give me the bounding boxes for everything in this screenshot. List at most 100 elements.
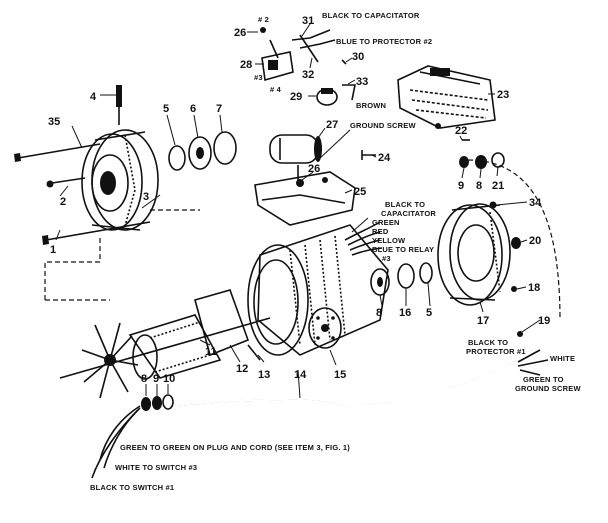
stator-lead-1 [344,221,381,241]
note-red: RED [372,227,389,236]
note-green-to-green: GREEN TO GREEN ON PLUG AND CORD (SEE ITE… [120,443,350,452]
nut-9-upper [459,156,469,168]
label-30: 30 [352,51,364,63]
power-cord-14 [149,361,516,409]
note-white-to-switch: WHITE TO SWITCH #3 [115,463,197,472]
label-terminal-3: #3 [254,73,263,82]
label-terminal-4: # 4 [270,85,282,94]
label-5: 5 [163,103,169,115]
label-17: 17 [477,315,489,327]
end-shield-17 [437,203,511,306]
wire-blue [299,39,336,49]
cord-lead-green [99,405,141,461]
relief-8 [141,397,151,411]
nut-20 [511,237,521,249]
wire-black [291,29,331,41]
label-16: 16 [399,307,411,319]
note-green: GREEN [372,218,400,227]
bearing-6 [188,136,212,170]
label-4: 4 [90,91,97,103]
cord-right-black [517,349,541,363]
lead-33 [342,84,356,101]
note-ground-screw: GROUND SCREW [350,121,416,130]
lockwasher-8-upper [475,155,487,169]
label-terminal-2: # 2 [258,15,269,24]
note-black-to-protector-2: PROTECTOR #1 [466,347,526,356]
note-black-to-cap-mid-2: CAPACITATOR [381,209,436,218]
label-26-mid: 26 [308,163,320,175]
relay-29 [316,88,338,106]
note-green-to-ground-2: GROUND SCREW [515,384,581,393]
label-12: 12 [236,363,248,375]
label-35: 35 [48,116,60,128]
screw-26-top [260,27,266,33]
label-9-upper: 9 [458,180,464,192]
note-yellow: YELLOW [372,236,406,245]
assembly-guide-left [44,236,101,300]
label-7: 7 [216,103,222,115]
note-green-to-ground-1: GREEN TO [523,375,564,384]
oil-cup-4 [116,85,122,125]
end-shield-3 [81,129,159,231]
label-27: 27 [326,119,338,131]
note-black-to-protector-1: BLACK TO [468,338,508,347]
connector-19 [517,331,523,337]
fan-9 [81,322,139,399]
label-21: 21 [492,180,504,192]
capacitor-cover-23 [397,65,496,129]
spring-washer-5-right [419,262,433,284]
note-black-to-switch: BLACK TO SWITCH #1 [90,483,174,492]
note-black-to-capacitator-top: BLACK TO CAPACITATOR [322,11,420,20]
label-5-right: 5 [426,307,432,319]
label-33: 33 [356,76,368,88]
key-13 [247,344,261,361]
label-13: 13 [258,369,270,381]
label-2: 2 [60,196,66,208]
label-15: 15 [334,369,346,381]
washer-7 [213,131,237,165]
leader-lines [55,23,541,399]
label-25: 25 [354,186,366,198]
label-6: 6 [190,103,196,115]
through-bolt-35 [14,143,101,162]
note-blue-to-relay-1: BLUE TO RELAY [372,245,434,254]
stator-housing-15 [247,224,389,356]
grommet-21 [491,152,505,168]
screw-30 [341,59,347,65]
stator-lead-3 [349,239,381,251]
label-24: 24 [378,152,391,164]
screw-18 [511,286,517,292]
note-black-to-cap-mid-1: BLACK TO [385,200,425,209]
label-1: 1 [50,244,56,256]
label-34: 34 [529,197,542,209]
screw-34 [489,201,497,209]
baffle-12 [194,289,250,357]
label-32: 32 [302,69,314,81]
screw-2 [46,177,86,188]
relief-9 [152,396,162,410]
label-8-lower: 8 [141,373,147,385]
label-10: 10 [163,373,175,385]
spring-washer-5 [168,145,186,171]
label-18: 18 [528,282,540,294]
label-20: 20 [529,235,541,247]
label-8-mid: 8 [376,307,382,319]
cord-right-white [517,359,549,367]
switch-28 [261,39,294,82]
relief-10 [162,394,174,410]
note-white: WHITE [550,354,575,363]
terminal-box-25 [254,165,356,226]
capacitor-27 [269,134,322,164]
cord-right-green [519,369,541,376]
through-bolt-1 [42,221,151,245]
label-11: 11 [205,346,217,358]
stator-lead-4 [351,247,383,256]
note-brown: BROWN [356,101,386,110]
note-blue-to-protector: BLUE TO PROTECTOR #2 [336,37,432,46]
note-blue-to-relay-2: #3 [382,254,391,263]
label-23: 23 [497,89,509,101]
label-28: 28 [240,59,252,71]
screw-24 [361,150,376,160]
label-29: 29 [290,91,302,103]
